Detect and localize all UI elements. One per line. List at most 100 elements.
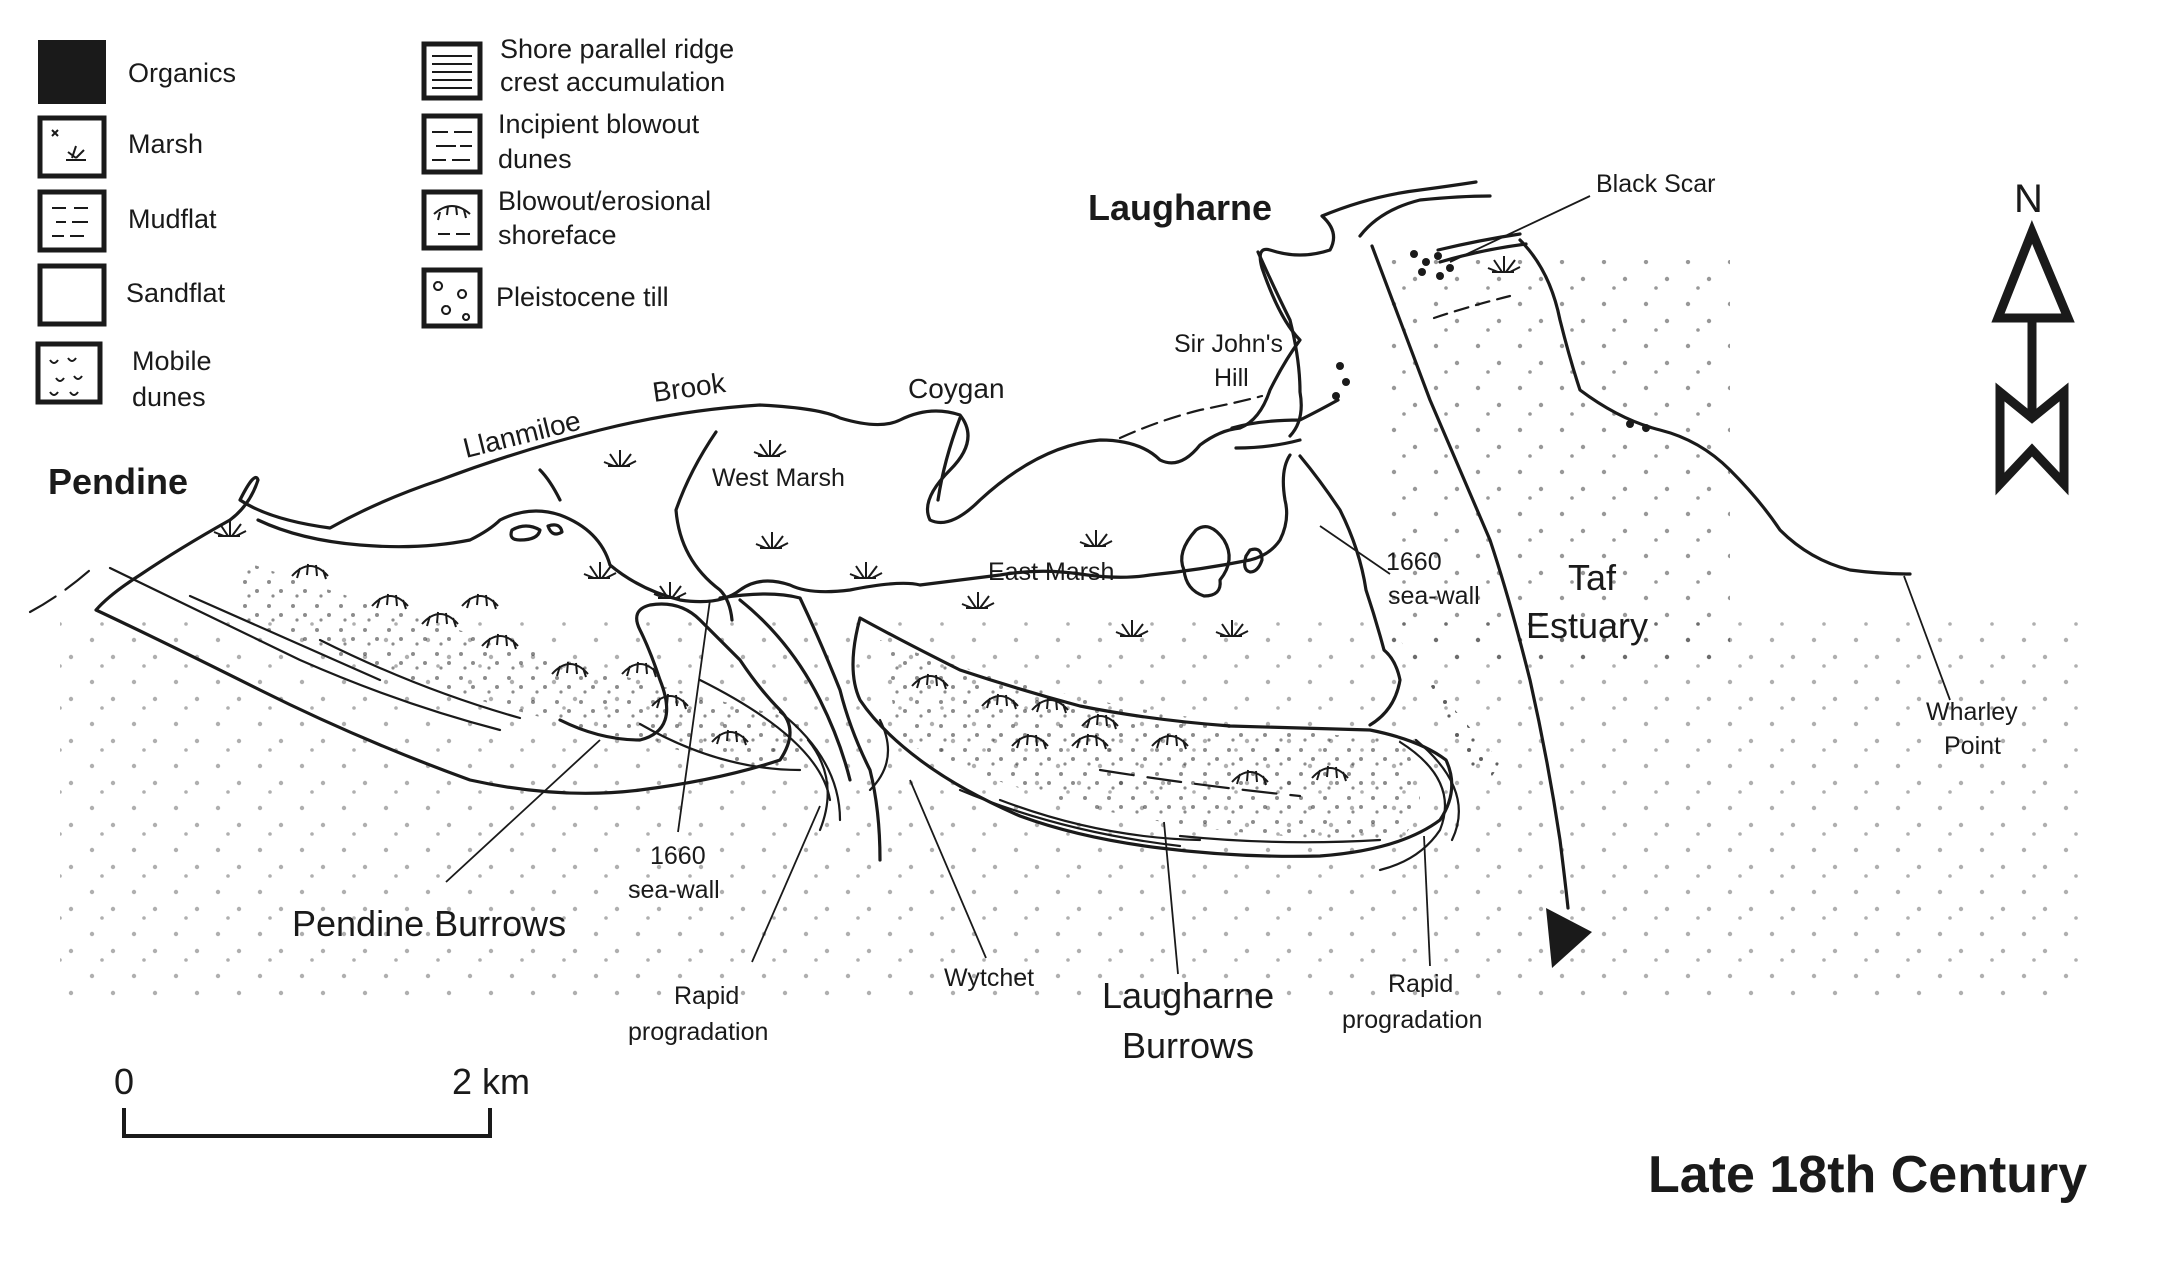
label-pendine: Pendine — [48, 461, 188, 502]
east-sea-wall-leader — [1319, 525, 1391, 575]
sandflat-swatch — [37, 263, 107, 327]
legend-label-ridge-1: Shore parallel ridge — [500, 34, 734, 64]
marsh-tuft-icon — [51, 129, 86, 161]
map-title: Late 18th Century — [1648, 1146, 2087, 1204]
leader-lines — [445, 195, 1951, 975]
wharley-point-leader — [1903, 575, 1951, 701]
organics-swatch — [38, 40, 106, 104]
legend-label-blowout-2: dunes — [498, 144, 572, 174]
till-island — [1180, 525, 1231, 598]
legend-item-ridge: Shore parallel ridge crest accumulation — [421, 34, 734, 101]
label-wytchet: Wytchet — [944, 964, 1034, 992]
label-rapid-west-1: Rapid — [674, 982, 739, 1010]
label-rapid-west-2: progradation — [628, 1018, 768, 1046]
erosional-icon — [433, 205, 471, 235]
blowout-dune-mark — [1151, 733, 1189, 750]
pendine-shore-dash — [28, 568, 92, 614]
marsh-inner-shore — [256, 453, 1292, 604]
label-west-sea-wall-1: 1660 — [650, 842, 706, 870]
map-features — [28, 180, 2080, 1000]
label-coygan: Coygan — [908, 373, 1005, 404]
label-brook: Brook — [651, 367, 729, 408]
marsh-tuft-mark — [755, 532, 789, 549]
legend: Organics Marsh Mudflat Sandflat Mobile d… — [35, 34, 734, 412]
pendine-burrows-leader — [445, 739, 601, 883]
blowout-dune-mark — [711, 729, 749, 746]
scale-start-label: 0 — [114, 1061, 134, 1102]
label-llanmiloe: Llanmiloe — [460, 405, 584, 464]
scale-bar-line — [122, 1108, 492, 1138]
label-west-sea-wall-2: sea-wall — [628, 876, 720, 904]
legend-label-organics: Organics — [128, 58, 236, 88]
mobile-dunes-swatch — [35, 341, 103, 405]
north-arrow: N — [1991, 177, 2075, 496]
blowout-dash-icon — [432, 131, 472, 161]
north-arrow-tail-icon — [1995, 382, 2069, 496]
blowout-dune-mark — [621, 661, 659, 678]
label-point: Point — [1944, 732, 2001, 760]
wytchet-leader — [909, 779, 987, 959]
label-rapid-east-2: progradation — [1342, 1006, 1482, 1034]
marsh-tuft-mark — [1215, 620, 1249, 637]
label-rapid-east-1: Rapid — [1388, 970, 1453, 998]
legend-label-erosional-1: Blowout/erosional — [498, 186, 711, 216]
legend-item-mobile-dunes: Mobile dunes — [35, 341, 212, 412]
rapid-west-leader — [751, 805, 821, 963]
blowout-dune-mark — [1311, 765, 1349, 782]
blowout-dune-mark — [551, 661, 589, 678]
marsh-swatch — [37, 115, 107, 179]
rapid-east-leader — [1423, 835, 1431, 967]
blowout-dune-mark — [1071, 733, 1109, 750]
marsh-tuft-mark — [653, 582, 687, 599]
blowout-dune-mark — [911, 673, 949, 690]
blowout-dune-mark — [981, 693, 1019, 710]
west-sea-wall-leader — [677, 599, 711, 833]
label-estuary: Estuary — [1526, 605, 1648, 646]
mudflat-dash-icon — [52, 207, 88, 237]
legend-label-marsh: Marsh — [128, 129, 203, 159]
label-sir-johns-2: Hill — [1214, 364, 1249, 392]
brook-channel — [538, 430, 734, 622]
legend-item-erosional: Blowout/erosional shoreface — [421, 186, 711, 251]
marsh-tuft-mark — [1487, 256, 1521, 273]
legend-label-mudflat: Mudflat — [128, 204, 217, 234]
place-labels: Pendine Laugharne Llanmiloe Brook Coygan… — [48, 170, 2018, 1066]
legend-label-till: Pleistocene till — [496, 282, 669, 312]
blowout-dune-mark — [651, 693, 689, 710]
coygan-channel — [936, 416, 962, 502]
intertidal-sandflat-stipple — [60, 620, 2080, 1000]
blowout-dune-mark — [1231, 769, 1269, 786]
legend-item-marsh: Marsh — [37, 115, 203, 179]
blowout-dunes — [291, 563, 1349, 786]
legend-item-till: Pleistocene till — [421, 267, 669, 329]
label-wharley: Wharley — [1926, 698, 2018, 726]
sir-johns-hill-cliff — [1230, 250, 1340, 450]
marsh-tuft-mark — [1079, 530, 1113, 547]
mudflat-swatch — [37, 189, 107, 253]
marsh-tuft-mark — [961, 592, 995, 609]
label-laugharne: Laugharne — [1088, 187, 1272, 228]
label-black-scar: Black Scar — [1596, 170, 1715, 198]
north-arrow-head-icon — [1991, 220, 2075, 323]
label-sir-johns-1: Sir John's — [1174, 330, 1283, 358]
black-scar-rocks — [1332, 250, 1650, 432]
legend-label-erosional-2: shoreface — [498, 220, 617, 250]
label-east-sea-wall-1: 1660 — [1386, 548, 1442, 576]
blowout-dune-mark — [1081, 713, 1119, 730]
label-laugharne-burrows-1: Laugharne — [1102, 975, 1274, 1016]
marsh-tuft-mark — [1115, 620, 1149, 637]
blowout-dune-mark — [1031, 697, 1069, 714]
label-west-marsh: West Marsh — [712, 464, 845, 492]
west-marsh-islet — [509, 523, 564, 542]
legend-label-sandflat: Sandflat — [126, 278, 226, 308]
erosional-swatch — [421, 189, 483, 251]
legend-label-ridge-2: crest accumulation — [500, 67, 725, 97]
scale-bar: 0 2 km — [114, 1061, 530, 1138]
label-east-sea-wall-2: sea-wall — [1388, 582, 1480, 610]
blowout-dune-mark — [461, 593, 499, 610]
laugharne-dune-stipple — [880, 640, 1420, 840]
scale-end-label: 2 km — [452, 1061, 530, 1102]
blowout-dune-mark — [481, 633, 519, 650]
label-east-marsh: East Marsh — [988, 558, 1114, 586]
